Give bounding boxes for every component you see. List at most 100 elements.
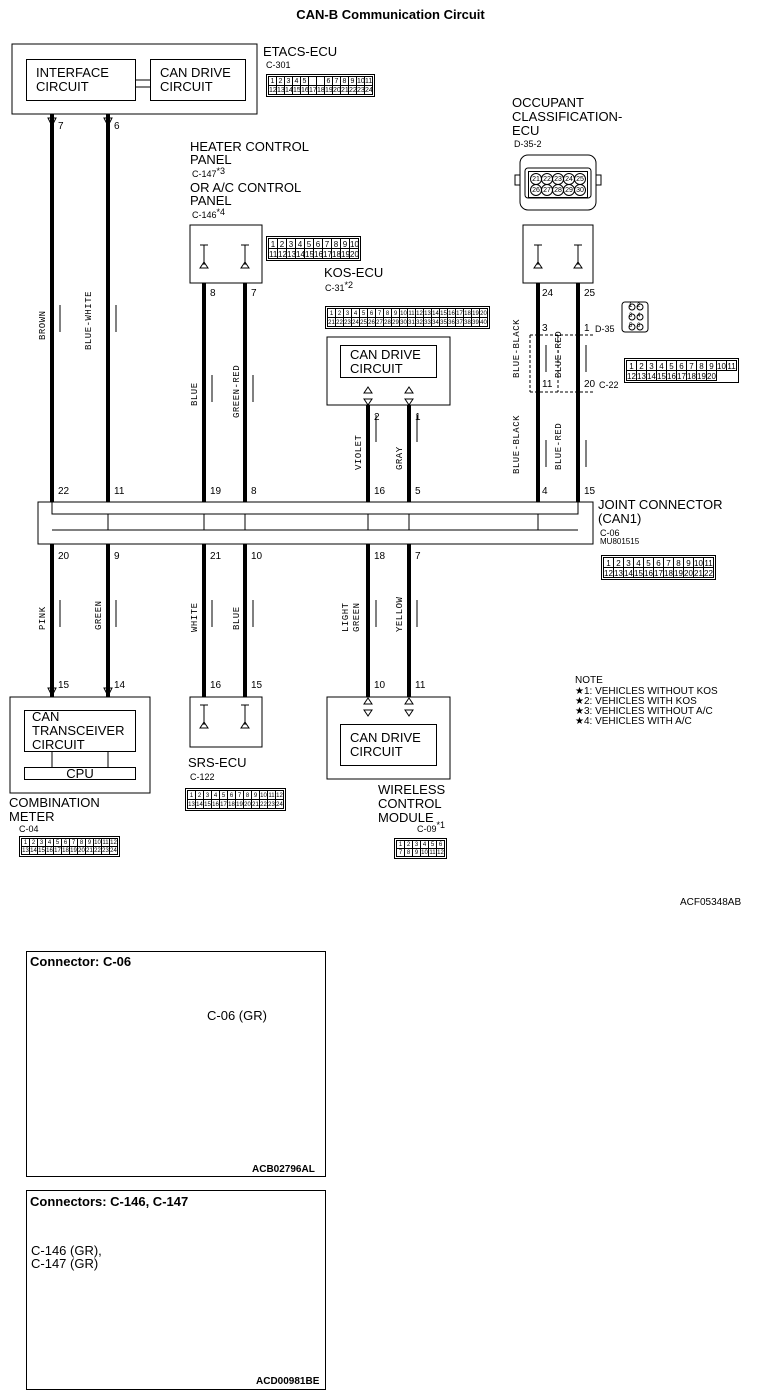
connector-pin-cell: 40 bbox=[479, 317, 488, 327]
photo1-title: Connector: C-06 bbox=[30, 954, 132, 969]
d35-pin-3: 3 bbox=[542, 323, 548, 334]
connector-pin-cell: 12 bbox=[436, 848, 445, 857]
wire-label-white: WHITE bbox=[190, 602, 200, 632]
connector-pin-cell: 24 bbox=[364, 85, 373, 95]
joint-pin-7: 7 bbox=[415, 551, 421, 562]
srs-pin-15: 15 bbox=[251, 680, 263, 691]
occupant-label-line2: CLASSIFICATION- bbox=[512, 109, 623, 124]
interface-circuit-box: INTERFACE CIRCUIT bbox=[26, 59, 136, 101]
joint-pin-21: 21 bbox=[210, 551, 222, 562]
d35-label: D-35 bbox=[595, 324, 615, 334]
wcm-can-drive-circuit-box: CAN DRIVE CIRCUIT bbox=[340, 724, 437, 766]
joint-pin-19: 19 bbox=[210, 486, 222, 497]
wcm-note: *1 bbox=[436, 820, 446, 830]
heater-label-line3: OR A/C CONTROL bbox=[190, 180, 302, 195]
occupant-pin-25: 25 bbox=[584, 288, 596, 299]
connector-pin-cell: 11 bbox=[726, 360, 737, 371]
wire-label-blue-red-lower: BLUE-RED bbox=[554, 422, 564, 470]
kos-ecu-label: KOS-ECU bbox=[324, 265, 384, 280]
d35-pin-number: 5 bbox=[629, 323, 633, 329]
joint-connector-id: C-06 bbox=[600, 528, 620, 538]
c22-pin-20: 20 bbox=[584, 379, 596, 390]
occupant-label-line1: OCCUPANT bbox=[512, 95, 584, 110]
wcm-pin-10: 10 bbox=[374, 680, 386, 691]
meter-label-line1: COMBINATION bbox=[9, 795, 100, 810]
d35-pin-number: 4 bbox=[637, 313, 641, 319]
kos-can-drive-circuit-box: CAN DRIVE CIRCUIT bbox=[340, 345, 437, 378]
joint-pin-15: 15 bbox=[584, 486, 596, 497]
wcm-connector-label: C-09*1 bbox=[417, 820, 446, 834]
wire-label-brown: BROWN bbox=[38, 310, 48, 340]
etacs-ecu-box bbox=[11, 43, 258, 115]
joint-pin-18: 18 bbox=[374, 551, 386, 562]
c22-pin-11: 11 bbox=[542, 379, 553, 390]
etacs-connector-label: C-301 bbox=[266, 60, 291, 70]
can-transceiver-box: CAN TRANSCEIVER CIRCUIT bbox=[24, 710, 136, 752]
d35-connector-shape bbox=[621, 301, 649, 333]
joint-connector-label-line1: JOINT CONNECTOR bbox=[598, 497, 723, 512]
joint-pin-16: 16 bbox=[374, 486, 386, 497]
photo2-title: Connectors: C-146, C-147 bbox=[30, 1194, 189, 1209]
occupant-connector-label: D-35-2 bbox=[514, 139, 542, 149]
kos-pin-1: 1 bbox=[415, 412, 421, 423]
heater-connector-c147: C-147*3 bbox=[192, 166, 226, 179]
wcm-can-drive-line2: CIRCUIT bbox=[350, 744, 403, 759]
wires-upper bbox=[50, 114, 580, 502]
heater-note-3: *3 bbox=[216, 166, 226, 176]
meter-connector-label: C-04 bbox=[19, 824, 39, 834]
kos-ecu-box bbox=[326, 336, 451, 406]
interface-circuit-line1: INTERFACE bbox=[36, 65, 109, 80]
wcm-pin-11: 11 bbox=[415, 680, 426, 691]
etacs-can-drive-circuit-box: CAN DRIVE CIRCUIT bbox=[150, 59, 246, 101]
heater-note-4: *4 bbox=[216, 207, 226, 217]
transceiver-line3: CIRCUIT bbox=[32, 737, 85, 752]
joint-connector-box bbox=[37, 501, 594, 545]
connectors-c146-c147-photo-panel bbox=[26, 1190, 326, 1390]
cpu-box: CPU bbox=[24, 766, 136, 780]
transceiver-line2: TRANSCEIVER bbox=[32, 723, 125, 738]
interface-circuit-line2: CIRCUIT bbox=[36, 79, 89, 94]
heater-panel-box bbox=[189, 224, 263, 284]
etacs-ecu-label: ETACS-ECU bbox=[263, 44, 338, 59]
wire-label-yellow: YELLOW bbox=[395, 596, 405, 632]
note-2: ★2: VEHICLES WITH KOS bbox=[575, 696, 697, 707]
joint-pin-9: 9 bbox=[114, 551, 120, 562]
srs-connector-label: C-122 bbox=[190, 772, 215, 782]
note-3: ★3: VEHICLES WITHOUT A/C bbox=[575, 706, 713, 717]
wire-label-blue-upper: BLUE bbox=[190, 382, 200, 406]
d35-pin-1: 1 bbox=[584, 323, 590, 334]
wires-lower bbox=[50, 544, 411, 697]
d35-pin-number: 1 bbox=[629, 303, 633, 309]
srs-ecu-label: SRS-ECU bbox=[188, 755, 247, 770]
photo2-callout-line2: C-147 (GR) bbox=[31, 1256, 99, 1271]
joint-pin-20: 20 bbox=[58, 551, 70, 562]
heater-label-line1: HEATER CONTROL bbox=[190, 139, 309, 154]
d35-pin-number: 6 bbox=[637, 323, 641, 329]
wire-label-violet: VIOLET bbox=[354, 434, 364, 470]
connector-pin-cell: 24 bbox=[109, 846, 118, 855]
kos-note: *2 bbox=[344, 280, 354, 290]
joint-connector-label-line2: (CAN1) bbox=[598, 511, 642, 526]
heater-pin-7: 7 bbox=[251, 288, 257, 299]
heater-pin-8: 8 bbox=[210, 288, 216, 299]
etacs-pin-6: 6 bbox=[114, 121, 120, 132]
note-4: ★4: VEHICLES WITH A/C bbox=[575, 716, 692, 727]
meter-box bbox=[9, 696, 151, 794]
connector-pin-cell: 20 bbox=[706, 370, 717, 381]
connector-pin-cell: 20 bbox=[349, 248, 359, 259]
occupant-pin-24: 24 bbox=[542, 288, 554, 299]
joint-pin-5: 5 bbox=[415, 486, 421, 497]
etacs-pin-7: 7 bbox=[58, 121, 64, 132]
joint-pin-11: 11 bbox=[114, 486, 125, 497]
wire-label-blue-black-upper: BLUE-BLACK bbox=[512, 318, 522, 378]
joint-pin-22: 22 bbox=[58, 486, 70, 497]
